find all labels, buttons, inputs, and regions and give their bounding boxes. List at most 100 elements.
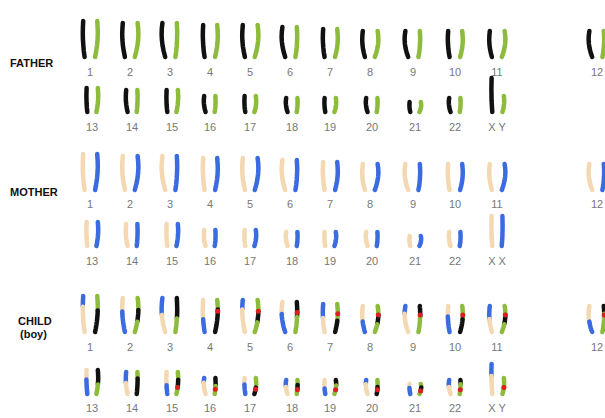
chromosome-number: 12	[591, 67, 603, 78]
chromosome-number: 7	[327, 342, 333, 353]
chromosome-number: 17	[244, 403, 256, 414]
chromosome-number: 21	[409, 403, 421, 414]
chromosome-number: 17	[244, 256, 256, 267]
chromosome-segment	[255, 158, 259, 190]
chromosome-number: 9	[410, 67, 416, 78]
mutation-dot	[175, 385, 180, 390]
chromosome-segment	[175, 156, 177, 190]
chromosome-number: 11	[491, 67, 502, 78]
chromosome-number: 5	[247, 342, 253, 353]
chromosome-segment	[96, 88, 98, 112]
chromosome-number: 6	[287, 67, 293, 78]
chromosome-segment	[175, 23, 177, 57]
chromosome-number: 20	[366, 122, 378, 133]
chromosome-segment	[295, 317, 297, 332]
chromosome-number: 16	[204, 256, 216, 267]
chromosome-segment	[175, 318, 177, 332]
mutation-dot	[376, 313, 381, 318]
chromosome-segment	[203, 25, 205, 57]
chromosome-segment	[448, 31, 450, 57]
chromosome-segment	[363, 322, 365, 332]
chromosome-number: 19	[324, 122, 336, 133]
chromosome-number: 11	[491, 199, 502, 210]
chromosome-segment	[449, 387, 451, 394]
chromosome-number: 22	[449, 122, 461, 133]
chromosome-segment	[457, 384, 462, 394]
chromosome-segment	[418, 164, 420, 190]
mutation-dot	[295, 310, 300, 315]
chromosome-segment	[294, 98, 299, 112]
chromosome-segment	[407, 236, 412, 246]
chromosome-number: 4	[207, 67, 213, 78]
chromosome-segment	[122, 312, 125, 332]
mutation-dot	[418, 389, 423, 394]
chromosome-segment	[449, 232, 451, 246]
parent-label: MOTHER	[10, 187, 58, 198]
chromosome-segment	[254, 230, 256, 246]
chromosome-segment	[286, 98, 288, 112]
chromosome-segment	[323, 162, 325, 190]
chromosome-number: 20	[366, 403, 378, 414]
chromosome-segment	[135, 23, 139, 57]
chromosome-number: 21	[409, 256, 421, 267]
chromosome-segment	[502, 164, 506, 190]
chromosome-number: 18	[286, 256, 298, 267]
chromosome-number: 7	[327, 67, 333, 78]
chromosome-segment	[407, 102, 412, 112]
chromosome-segment	[204, 230, 206, 246]
chromosome-segment	[215, 25, 218, 57]
chromosome-segment	[360, 306, 365, 322]
chromosome-number: 19	[324, 403, 336, 414]
chromosome-segment	[254, 96, 256, 112]
chromosome-segment	[204, 383, 206, 394]
chromosome-segment	[164, 224, 169, 246]
chromosome-segment	[282, 160, 286, 190]
chromosome-segment	[242, 25, 245, 57]
chromosome-segment	[489, 78, 494, 112]
chromosome-segment	[334, 98, 336, 112]
chromosome-number: 10	[449, 342, 461, 353]
chromosome-number: 11	[491, 342, 502, 353]
chromosome-segment	[602, 31, 604, 57]
chromosome-segment	[95, 310, 98, 332]
chromosome-segment	[164, 385, 169, 394]
parent-label: CHILD	[18, 316, 52, 327]
chromosome-segment	[502, 324, 504, 332]
chromosome-segment	[201, 300, 206, 319]
chromosome-segment	[122, 23, 125, 57]
chromosome-number: 6	[287, 342, 293, 353]
chromosome-segment	[489, 216, 494, 246]
chromosome-segment	[460, 31, 463, 57]
chromosome-number: 7	[327, 199, 333, 210]
chromosome-segment	[134, 379, 139, 394]
chromosome-segment	[212, 230, 217, 246]
chromosome-segment	[375, 324, 377, 332]
mutation-dot	[256, 309, 261, 314]
chromosome-number: 9	[410, 199, 416, 210]
chromosome-segment	[602, 164, 604, 190]
chromosome-segment	[126, 383, 128, 394]
chromosome-number: 9	[410, 342, 416, 353]
chromosome-segment	[457, 98, 462, 112]
chromosome-segment	[203, 319, 205, 332]
chromosome-segment	[255, 25, 259, 57]
mutation-dot	[375, 387, 380, 392]
chromosome-segment	[204, 96, 206, 112]
parent-label: FATHER	[10, 58, 53, 69]
chromosome-segment	[126, 90, 128, 112]
chromosome-segment	[96, 222, 98, 246]
chromosome-segment	[322, 98, 327, 112]
chromosome-segment	[84, 222, 89, 246]
chromosome-segment	[83, 154, 85, 190]
chromosome-segment	[135, 156, 139, 190]
chromosome-number: 13	[86, 403, 98, 414]
chromosome-segment	[418, 31, 420, 57]
chromosome-number: 15	[166, 122, 178, 133]
chromosome-segment	[203, 158, 205, 190]
chromosome-segment	[489, 319, 492, 332]
chromosome-number: 8	[367, 342, 373, 353]
chromosome-segment	[159, 298, 164, 315]
chromosome-segment	[95, 21, 98, 57]
chromosome-segment	[212, 96, 217, 112]
chromosome-segment	[134, 90, 139, 112]
